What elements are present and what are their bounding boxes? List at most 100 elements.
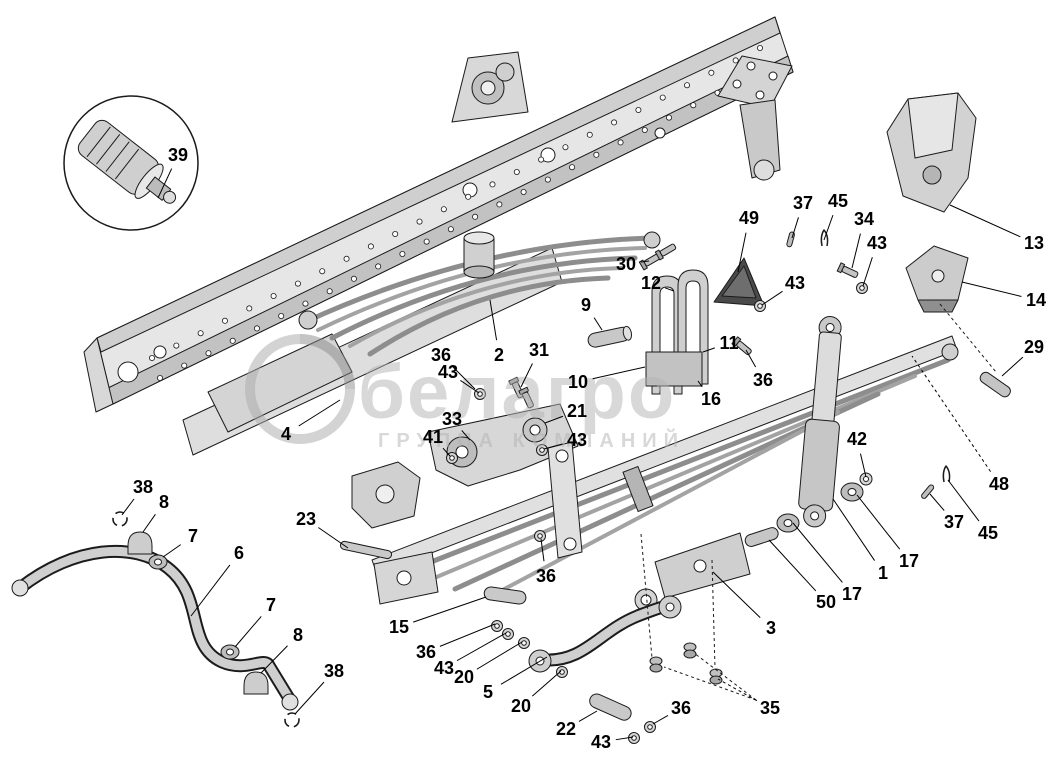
leader-line-1 <box>832 498 876 561</box>
frame-bracket-plate <box>717 55 793 181</box>
leader-line-37 <box>791 217 799 239</box>
leader-line-36 <box>540 538 545 562</box>
leader-line-22 <box>578 710 598 722</box>
stabilizer-bar <box>11 511 300 728</box>
callout-10: 10 <box>568 372 588 392</box>
shock-bushings <box>776 472 873 533</box>
leader-line-6 <box>190 564 231 617</box>
callout-7: 7 <box>266 595 276 615</box>
callout-2: 2 <box>494 345 504 365</box>
callout-1: 1 <box>878 563 888 583</box>
leader-line-12 <box>665 287 675 292</box>
leader-line-39 <box>157 168 173 199</box>
leader-line-37 <box>929 493 945 511</box>
watermark-logo-text: белагро <box>358 350 676 435</box>
callout-45: 45 <box>978 523 998 543</box>
callout-37: 37 <box>793 193 813 213</box>
leader-line-38 <box>121 498 135 516</box>
leader-line-41 <box>442 447 451 457</box>
leader-line-29 <box>1001 356 1024 377</box>
callout-17: 17 <box>842 584 862 604</box>
leader-line-43 <box>460 379 480 394</box>
callout-43: 43 <box>591 732 611 752</box>
callout-22: 22 <box>556 719 576 739</box>
callout-43: 43 <box>567 430 587 450</box>
leader-line-45 <box>823 214 834 241</box>
callout-17: 17 <box>899 551 919 571</box>
callout-39: 39 <box>168 145 188 165</box>
leader-line-16 <box>697 380 703 388</box>
callout-36: 36 <box>753 370 773 390</box>
leader-line-20 <box>531 670 562 697</box>
small-hardware <box>446 243 868 744</box>
callout-34: 34 <box>854 209 874 229</box>
leader-line-36 <box>439 623 496 647</box>
callout-43: 43 <box>438 362 458 382</box>
snap-ring <box>284 712 300 728</box>
callout-38: 38 <box>324 661 344 681</box>
leader-line-31 <box>520 363 533 388</box>
callout-8: 8 <box>293 625 303 645</box>
leader-line-33 <box>461 430 471 441</box>
leader-line-43 <box>761 290 783 306</box>
callout-45: 45 <box>828 191 848 211</box>
callout-20: 20 <box>454 667 474 687</box>
leader-line-5 <box>500 656 548 685</box>
callout-36: 36 <box>416 642 436 662</box>
callout-50: 50 <box>816 592 836 612</box>
leader-line-9 <box>593 317 603 331</box>
frame-side-rail <box>83 16 794 431</box>
leader-line-43 <box>862 257 873 287</box>
bracket-block <box>905 245 969 313</box>
callout-36: 36 <box>671 698 691 718</box>
leader-line-48 <box>911 355 991 472</box>
shock-absorber <box>798 316 842 528</box>
callout-7: 7 <box>188 526 198 546</box>
leader-line-50 <box>768 539 817 592</box>
front-spring-hanger-bracket <box>451 51 529 123</box>
callout-12: 12 <box>641 273 661 293</box>
callout-41: 41 <box>423 427 443 447</box>
callout-43: 43 <box>867 233 887 253</box>
leader-line-7 <box>162 544 181 558</box>
leader-line-34 <box>851 233 861 269</box>
callout-30: 30 <box>616 254 636 274</box>
pin-29 <box>979 371 1011 398</box>
callout-42: 42 <box>847 429 867 449</box>
leader-line-43 <box>615 736 634 741</box>
leader-line-49 <box>737 232 747 273</box>
wedge <box>713 257 765 307</box>
callout-16: 16 <box>701 389 721 409</box>
parts-layer <box>11 16 1011 744</box>
callout-43: 43 <box>785 273 805 293</box>
callout-15: 15 <box>389 617 409 637</box>
callout-49: 49 <box>739 208 759 228</box>
leader-line-11 <box>702 347 715 353</box>
callout-14: 14 <box>1026 290 1046 310</box>
callout-9: 9 <box>581 295 591 315</box>
watermark-subtitle: ГРУППА КОМПАНИЙ <box>378 428 685 452</box>
leader-line-21 <box>544 415 564 424</box>
leader-line-8 <box>142 514 156 533</box>
leader-line-10 <box>592 366 646 380</box>
callout-31: 31 <box>529 340 549 360</box>
callout-23: 23 <box>296 509 316 529</box>
leader-line-23 <box>318 527 349 549</box>
leader-line-13 <box>949 204 1021 238</box>
clamp-bracket <box>243 671 269 695</box>
callout-20: 20 <box>511 696 531 716</box>
callout-11: 11 <box>719 333 738 353</box>
leader-line-3 <box>712 571 761 618</box>
leader-line-2 <box>489 299 498 341</box>
callout-29: 29 <box>1024 337 1044 357</box>
leader-line-36 <box>745 349 757 368</box>
reference-lines <box>640 303 997 701</box>
callout-37: 37 <box>944 512 964 532</box>
callout-21: 21 <box>567 401 587 421</box>
leader-line-36 <box>652 715 669 725</box>
leader-line-14 <box>961 281 1022 297</box>
left-castings <box>339 461 439 605</box>
